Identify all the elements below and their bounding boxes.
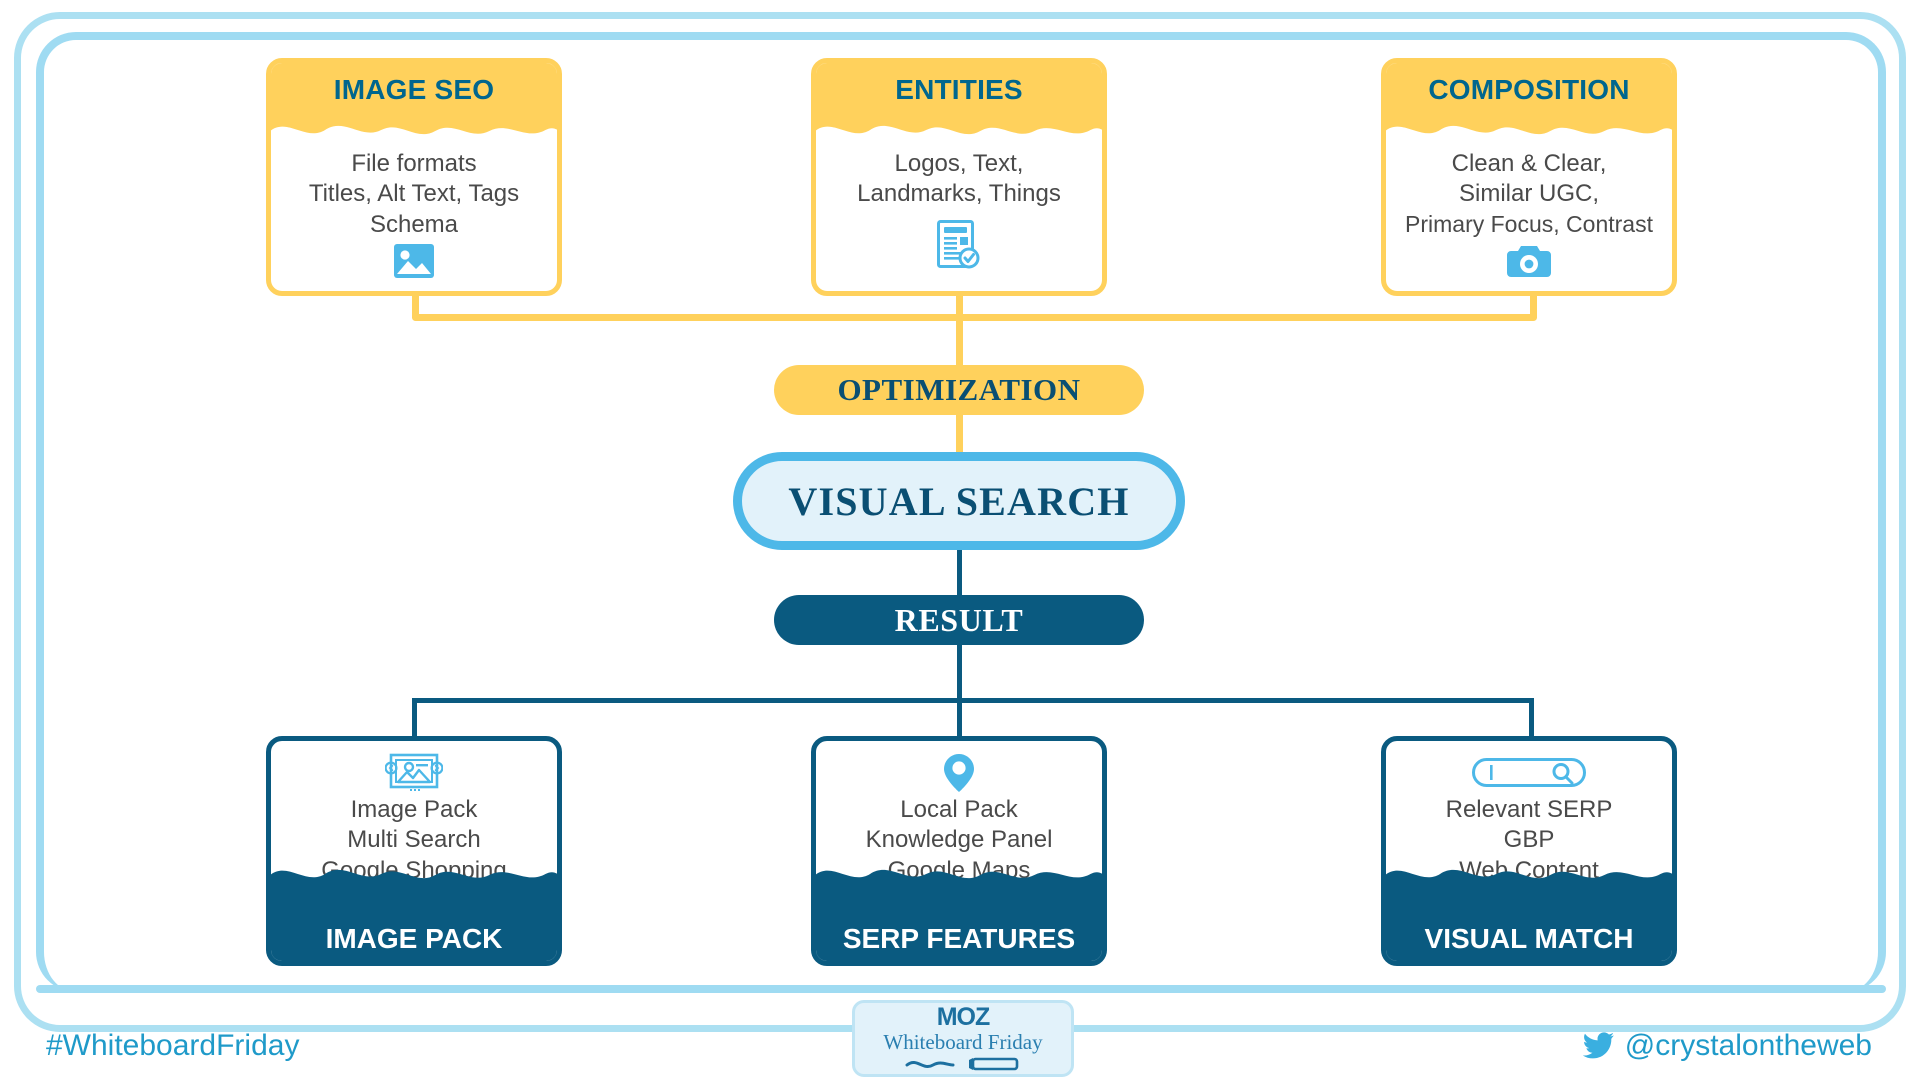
wave-divider [1386,125,1672,146]
pill-visual-search[interactable]: VISUAL SEARCH [733,452,1185,550]
card-line: File formats [351,150,477,177]
camera-icon [1386,243,1672,278]
moz-brand-label: MOZ [936,1002,991,1031]
connector-yellow-drop-right [1530,286,1537,318]
moz-series-label: Whiteboard Friday [883,1029,1043,1054]
connector-navy-visual-to-result [957,550,962,598]
card-image-seo-header: IMAGE SEO [271,63,557,146]
wave-divider [271,869,557,890]
card-entities[interactable]: ENTITIES Logos, Text, Landmarks, Things [811,58,1107,296]
card-image-pack[interactable]: Image Pack Multi Search Google Shopping … [266,736,562,966]
card-line: Clean & Clear, [1451,150,1607,177]
inner-frame-bottom-rule [36,985,1886,993]
marker-pen-icon [903,1056,1023,1072]
wave-divider [816,125,1102,146]
card-visual-match[interactable]: Relevant SERP GBP Web Content VISUAL MAT… [1381,736,1677,966]
card-entities-body: Logos, Text, Landmarks, Things [816,145,1102,270]
card-line: Knowledge Panel [865,826,1053,854]
document-check-icon [816,219,1102,270]
card-image-pack-title: IMAGE PACK [325,923,503,954]
card-visual-match-title: VISUAL MATCH [1424,923,1634,954]
card-composition-body: Clean & Clear, Similar UGC, Primary Focu… [1386,145,1672,278]
connector-navy-result-drop [957,640,962,740]
card-line: Multi Search [347,826,481,854]
card-line: Similar UGC, [1458,180,1599,208]
connector-yellow-center-lower [956,314,963,368]
card-composition[interactable]: COMPOSITION Clean & Clear, Similar UGC, … [1381,58,1677,296]
card-serp-features-title: SERP FEATURES [842,923,1076,954]
card-serp-features-footer: SERP FEATURES [816,869,1102,961]
card-composition-title: COMPOSITION [1428,74,1630,105]
pill-result[interactable]: RESULT [774,595,1144,645]
card-entities-title: ENTITIES [895,74,1023,105]
connector-yellow-optimization-to-visual [956,398,963,456]
pill-optimization-label: OPTIMIZATION [837,372,1081,407]
card-entities-header: ENTITIES [816,63,1102,146]
card-line: Primary Focus, Contrast [1405,210,1653,237]
pill-result-label: RESULT [894,601,1024,638]
social-handle[interactable]: @crystalontheweb [1582,1029,1872,1063]
pill-optimization[interactable]: OPTIMIZATION [774,365,1144,415]
connector-navy-horizontal [412,698,1534,703]
social-handle-label: @crystalontheweb [1624,1029,1872,1062]
card-line: GBP [1503,826,1555,854]
card-serp-features[interactable]: Local Pack Knowledge Panel Google Maps S… [811,736,1107,966]
connector-navy-drop-left [412,698,417,742]
map-pin-icon [816,751,1102,795]
connector-yellow-center-upper [956,286,963,318]
card-line: Relevant SERP [1445,796,1613,823]
card-image-seo-body: File formats Titles, Alt Text, Tags Sche… [271,145,557,279]
search-bar-icon [1386,751,1672,795]
card-image-seo-title: IMAGE SEO [333,74,495,105]
card-line: Schema [369,210,459,238]
twitter-bird-icon [1582,1032,1615,1060]
card-composition-header: COMPOSITION [1386,63,1672,146]
connector-yellow-drop-left [412,286,419,318]
card-line: Logos, Text, [894,150,1024,177]
card-line: Landmarks, Things [857,180,1061,208]
card-line: Local Pack [900,796,1018,823]
hashtag-label: #WhiteboardFriday [46,1029,300,1062]
wave-divider [271,125,557,146]
card-line: Image Pack [350,796,478,823]
inner-frame-border [36,32,1886,992]
moz-whiteboard-friday-badge: MOZ Whiteboard Friday [852,1000,1074,1077]
image-carousel-icon [271,751,557,795]
connector-navy-drop-right [1529,698,1534,742]
card-image-pack-footer: IMAGE PACK [271,869,557,961]
card-line: Titles, Alt Text, Tags [308,180,520,208]
card-image-seo[interactable]: IMAGE SEO File formats Titles, Alt Text,… [266,58,562,296]
image-icon [271,244,557,279]
wave-divider [816,869,1102,890]
wave-divider [1386,869,1672,890]
connector-yellow-horizontal [412,314,1537,321]
card-visual-match-footer: VISUAL MATCH [1386,869,1672,961]
pill-visual-search-label: VISUAL SEARCH [788,478,1130,524]
